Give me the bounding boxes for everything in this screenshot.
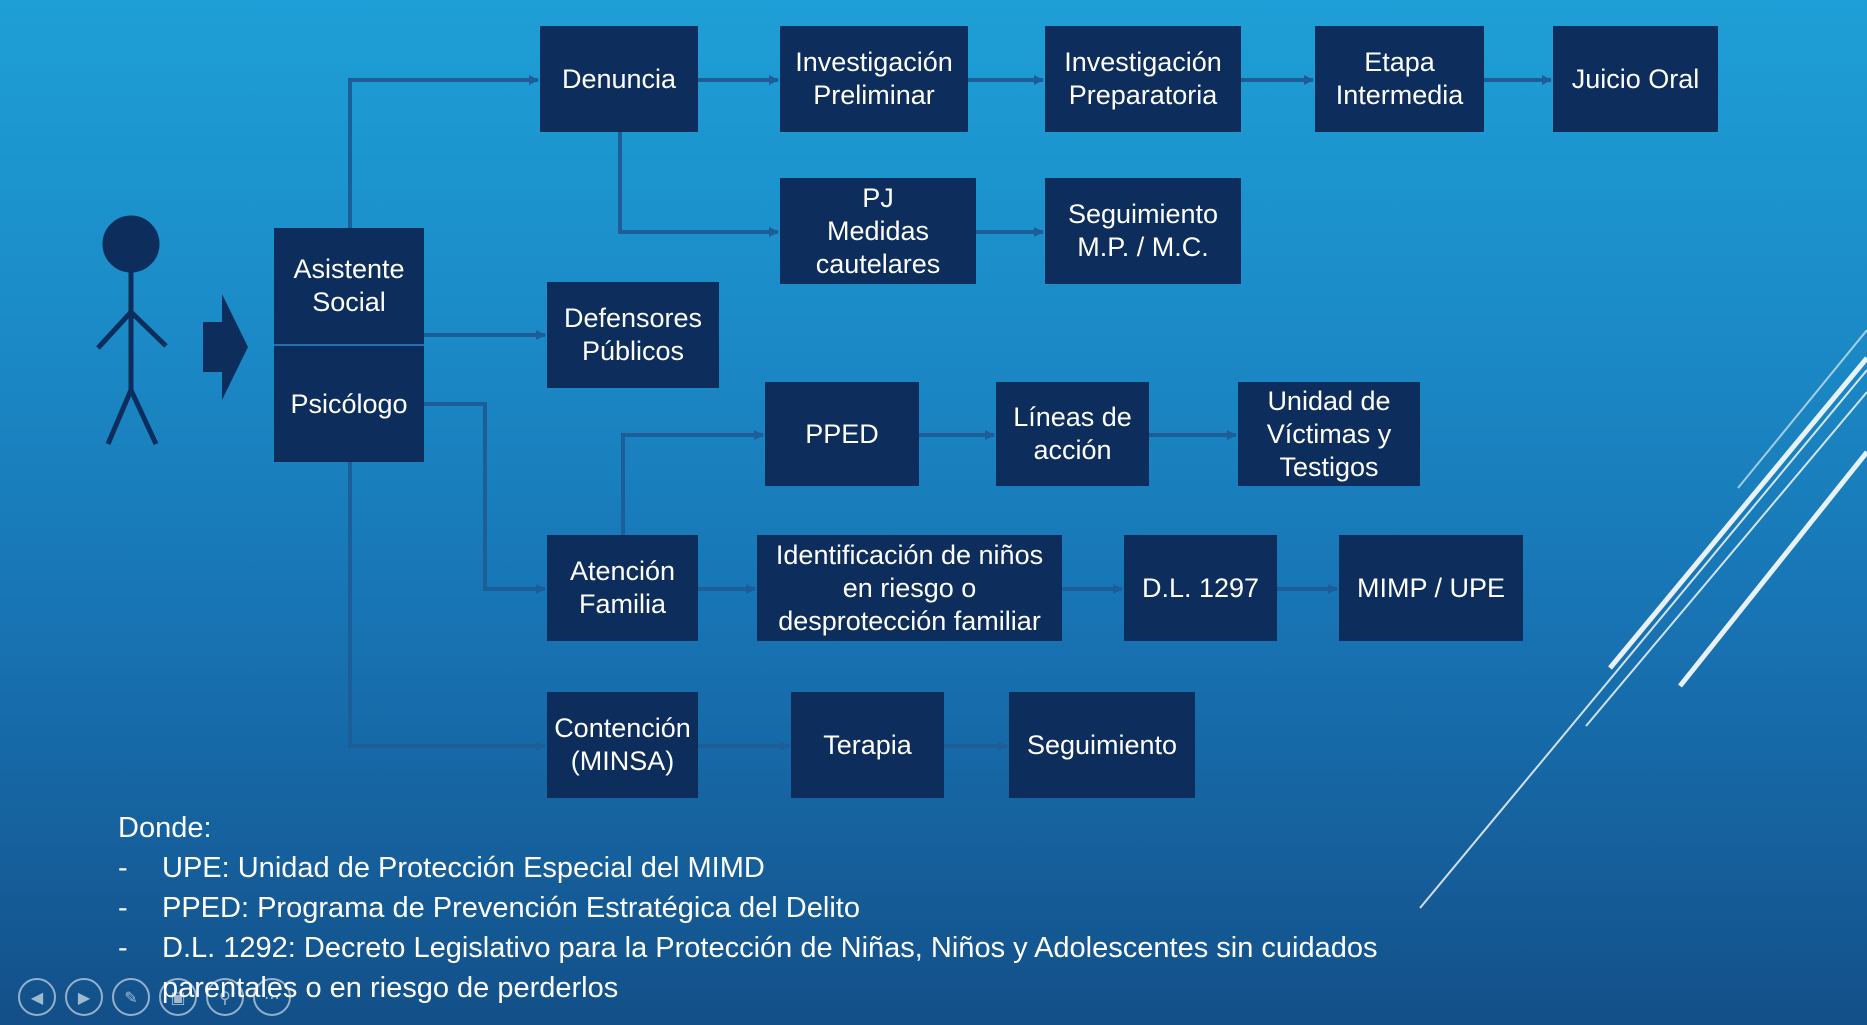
box-lineas-de-accion: Líneas de acción xyxy=(996,382,1149,486)
connector-atencion-pped xyxy=(621,430,764,535)
box-investigacion-preliminar: Investigación Preliminar xyxy=(780,26,968,132)
box-atencion-familia: Atención Familia xyxy=(547,535,698,641)
box-psicologo: Psicólogo xyxy=(290,388,408,419)
legend-item-upe: UPE: Unidad de Protección Especial del M… xyxy=(162,852,765,884)
box-seguimiento: Seguimiento xyxy=(1009,692,1195,798)
legend-item-pped: PPED: Programa de Prevención Estratégica… xyxy=(162,892,860,924)
box-unidad-victimas-testigos: Unidad de Víctimas y Testigos xyxy=(1238,382,1420,486)
more-icon[interactable]: ⋯ xyxy=(253,978,291,1016)
next-icon[interactable]: ▶ xyxy=(65,978,103,1016)
legend-dash: - xyxy=(118,892,128,924)
legend-title: Donde: xyxy=(118,812,212,844)
legend-item-dl: D.L. 1292: Decreto Legislativo para la P… xyxy=(162,932,1378,1004)
box-asistente-social: Asistente Social xyxy=(274,228,424,346)
box-investigacion-preparatoria: Investigación Preparatoria xyxy=(1045,26,1241,132)
box-juicio-oral: Juicio Oral xyxy=(1553,26,1718,132)
box-etapa-intermedia: Etapa Intermedia xyxy=(1315,26,1484,132)
decorative-lines xyxy=(1419,329,1867,909)
person-icon xyxy=(96,215,168,446)
legend-dash: - xyxy=(118,852,128,884)
box-pj-medidas-cautelares: PJ Medidas cautelares xyxy=(780,178,976,284)
legend-item: - D.L. 1292: Decreto Legislativo para la… xyxy=(118,928,1458,1008)
box-contencion-minsa: Contención (MINSA) xyxy=(547,692,698,798)
box-pped: PPED xyxy=(765,382,919,486)
previous-icon[interactable]: ◀ xyxy=(18,978,56,1016)
connector-psicologo-atencion xyxy=(424,402,546,594)
connector-psicologo-contencion xyxy=(348,462,546,751)
legend-item: - PPED: Programa de Prevención Estratégi… xyxy=(118,888,1458,928)
box-mimp-upe: MIMP / UPE xyxy=(1339,535,1523,641)
pen-icon[interactable]: ✎ xyxy=(112,978,150,1016)
zoom-icon[interactable]: ⚲ xyxy=(206,978,244,1016)
legend-dash: - xyxy=(118,932,128,964)
box-denuncia: Denuncia xyxy=(540,26,698,132)
block-arrow-icon xyxy=(203,294,248,400)
legend-item: - UPE: Unidad de Protección Especial del… xyxy=(118,848,1458,888)
box-terapia: Terapia xyxy=(791,692,944,798)
connector-denuncia-pj xyxy=(618,132,779,237)
box-seguimiento-mp-mc: Seguimiento M.P. / M.C. xyxy=(1045,178,1241,284)
box-identificacion-ninos: Identificación de niños en riesgo o desp… xyxy=(757,535,1062,641)
legend: Donde: - UPE: Unidad de Protección Espec… xyxy=(118,808,1458,1008)
box-defensores-publicos: Defensores Públicos xyxy=(547,282,719,388)
slides-icon[interactable]: ▣ xyxy=(159,978,197,1016)
box-dl-1297: D.L. 1297 xyxy=(1124,535,1277,641)
box-asistente-psicologo: Asistente Social Psicólogo xyxy=(274,228,424,462)
slide-nav: ◀ ▶ ✎ ▣ ⚲ ⋯ xyxy=(18,978,291,1016)
connector-asistente-denuncia xyxy=(348,75,539,228)
